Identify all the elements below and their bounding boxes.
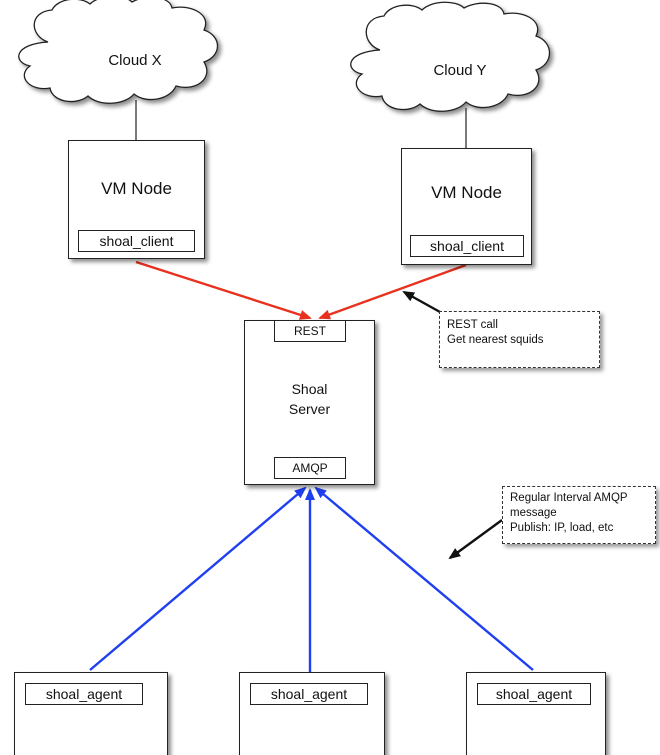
shoal-agent-box: shoal_agent (25, 683, 143, 705)
shoal-server: REST Shoal Server AMQP (244, 320, 375, 485)
amqp-note-line3: Publish: IP, load, etc (510, 522, 614, 534)
cloud-x-label: Cloud X (108, 52, 162, 69)
rest-note-pointer (402, 290, 441, 314)
agent-node-center: shoal_agent (239, 672, 385, 755)
agent-node-right: shoal_agent (466, 672, 606, 755)
rest-arrow-right (318, 263, 467, 320)
amqp-message-note: Regular Interval AMQP message Publish: I… (502, 486, 656, 544)
amqp-note-line1: Regular Interval AMQP (510, 492, 628, 504)
shoal-client-box: shoal_client (410, 235, 524, 257)
shoal-agent-box: shoal_agent (250, 683, 368, 705)
cloud-x-shape (18, 0, 219, 104)
server-title-line2: Server (288, 401, 331, 417)
amqp-arrow-right (314, 486, 534, 671)
rest-arrow-left (135, 260, 312, 320)
cloud-y-shape (350, 1, 551, 112)
agent-node-left: shoal_agent (14, 672, 168, 755)
rest-note-line2: Get nearest squids (447, 334, 544, 346)
vm-node-title: VM Node (431, 183, 502, 202)
shoal-client-box: shoal_client (78, 230, 195, 252)
server-title-line1: Shoal (291, 381, 328, 397)
amqp-note-line2: message (510, 507, 557, 519)
vm-node-title: VM Node (101, 179, 172, 198)
vm-node-right: VM Node shoal_client (401, 148, 532, 265)
amqp-note-pointer (448, 519, 503, 560)
cloud-y-label: Cloud Y (433, 62, 487, 79)
shoal-agent-box: shoal_agent (477, 683, 591, 705)
vm-node-left: VM Node shoal_client (68, 140, 205, 259)
amqp-endpoint-box: AMQP (274, 457, 346, 479)
rest-endpoint-box: REST (274, 320, 346, 342)
rest-note-line1: REST call (447, 319, 498, 331)
rest-call-note: REST call Get nearest squids (439, 311, 600, 368)
amqp-arrow-left (89, 486, 307, 671)
